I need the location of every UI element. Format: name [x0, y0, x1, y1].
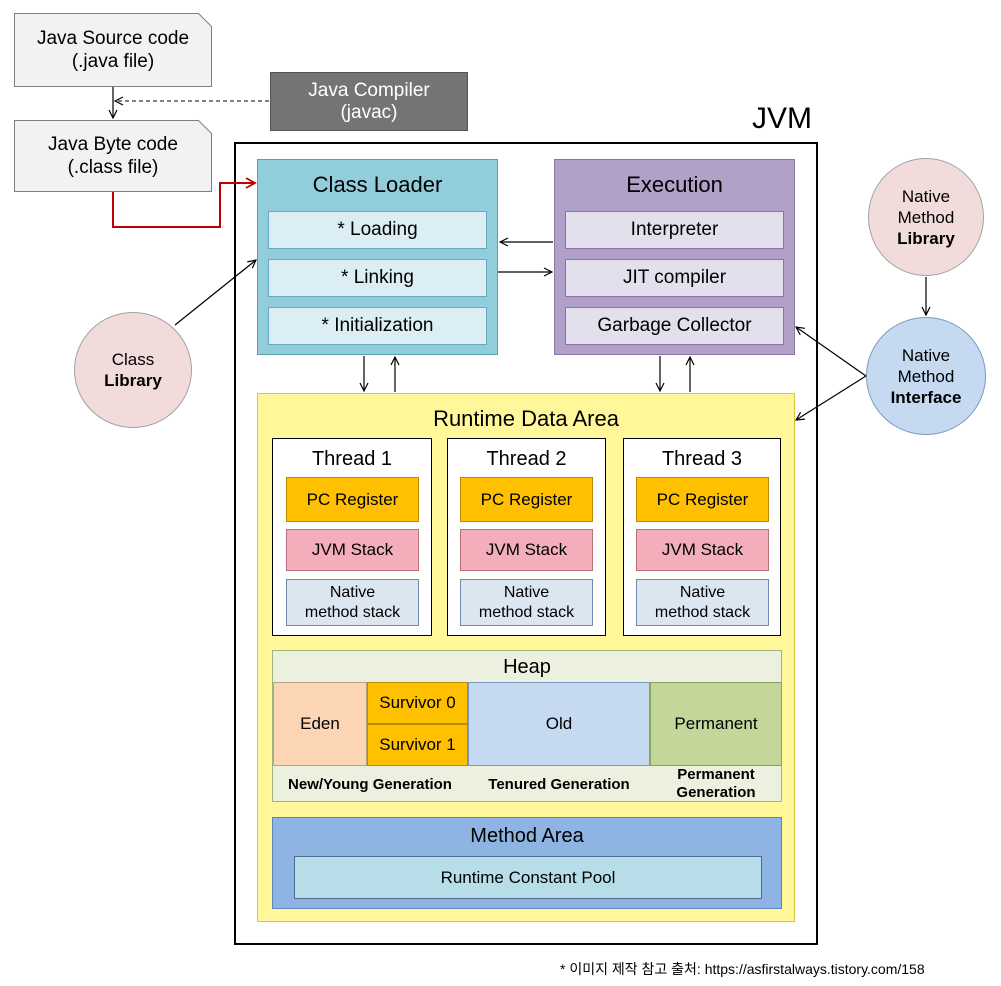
source-credit: * 이미지 제작 참고 출처: https://asfirstalways.ti…: [560, 961, 925, 977]
native-method-stack: Native method stack: [286, 579, 419, 626]
native-library-line1: Native: [901, 186, 951, 206]
garbage-collector: Garbage Collector: [565, 307, 784, 345]
interpreter: Interpreter: [565, 211, 784, 249]
permanent-generation-line1: Permanent: [677, 766, 755, 783]
pc-register: PC Register: [460, 477, 593, 522]
survivor-0: Survivor 0: [367, 682, 468, 724]
native-method-stack: Native method stack: [636, 579, 769, 626]
native-library-line3: Library: [897, 228, 955, 248]
jvm-stack: JVM Stack: [636, 529, 769, 571]
permanent-generation-line2: Generation: [676, 784, 756, 801]
thread-title: Thread 2: [486, 447, 567, 470]
class-loader-box: Class Loader * Loading * Linking * Initi…: [257, 159, 498, 355]
permanent-space: Permanent: [650, 682, 782, 766]
native-method-stack-line1: Native: [503, 583, 550, 601]
young-generation-label: New/Young Generation: [288, 775, 452, 793]
tenured-generation-label: Tenured Generation: [488, 775, 630, 793]
jvm-stack: JVM Stack: [286, 529, 419, 571]
thread-2: Thread 2 PC Register JVM Stack Native me…: [447, 438, 606, 636]
compiler-line1: Java Compiler: [308, 79, 430, 101]
bytecode-line1: Java Byte code: [48, 134, 178, 155]
linking-step: * Linking: [268, 259, 487, 297]
execution-title: Execution: [626, 172, 723, 197]
class-loader-title: Class Loader: [312, 172, 443, 197]
jvm-frame: [234, 142, 818, 945]
class-library-line2: Library: [104, 371, 162, 390]
native-method-stack-line1: Native: [679, 583, 726, 601]
native-interface-line2: Method: [897, 366, 955, 386]
runtime-constant-pool: Runtime Constant Pool: [294, 856, 762, 899]
runtime-data-area: Runtime Data Area Thread 1 PC Register J…: [257, 393, 795, 922]
native-method-library-circle: Native Method Library: [868, 158, 984, 276]
bytecode-line2: (.class file): [67, 157, 159, 178]
heap: Heap Eden Survivor 0 Survivor 1 Old Perm…: [272, 650, 782, 802]
native-method-stack-line2: method stack: [478, 603, 575, 621]
java-byte-code-box: Java Byte code (.class file): [14, 120, 212, 192]
thread-1: Thread 1 PC Register JVM Stack Native me…: [272, 438, 432, 636]
old-space: Old: [468, 682, 650, 766]
pc-register: PC Register: [636, 477, 769, 522]
java-compiler-box: Java Compiler (javac): [270, 72, 468, 131]
native-method-interface-circle: Native Method Interface: [866, 317, 986, 435]
permanent-generation-label: Permanent Generation: [650, 765, 782, 803]
jvm-stack: JVM Stack: [460, 529, 593, 571]
native-interface-line3: Interface: [890, 387, 962, 407]
thread-title: Thread 3: [661, 447, 743, 470]
execution-box: Execution Interpreter JIT compiler Garba…: [554, 159, 795, 355]
thread-3: Thread 3 PC Register JVM Stack Native me…: [623, 438, 781, 636]
source-line2: (.java file): [71, 51, 155, 72]
loading-step: * Loading: [268, 211, 487, 249]
jit-compiler: JIT compiler: [565, 259, 784, 297]
source-line1: Java Source code: [36, 28, 190, 49]
java-source-code-box: Java Source code (.java file): [14, 13, 212, 87]
method-area-title: Method Area: [470, 824, 584, 847]
heap-title: Heap: [503, 655, 551, 678]
survivor-1: Survivor 1: [367, 724, 468, 766]
eden-space: Eden: [273, 682, 367, 766]
native-library-line2: Method: [897, 207, 955, 227]
native-method-stack-line2: method stack: [654, 603, 751, 621]
thread-title: Thread 1: [311, 447, 393, 470]
runtime-data-area-title: Runtime Data Area: [433, 406, 619, 431]
jvm-label: JVM: [752, 102, 812, 135]
compiler-line2: (javac): [340, 101, 398, 123]
native-method-stack: Native method stack: [460, 579, 593, 626]
initialization-step: * Initialization: [268, 307, 487, 345]
native-method-stack-line2: method stack: [304, 603, 401, 621]
class-library-circle: Class Library: [74, 312, 192, 428]
class-library-line1: Class: [111, 350, 155, 369]
method-area: Method Area Runtime Constant Pool: [272, 817, 782, 909]
native-method-stack-line1: Native: [329, 583, 376, 601]
native-interface-line1: Native: [901, 345, 951, 365]
pc-register: PC Register: [286, 477, 419, 522]
